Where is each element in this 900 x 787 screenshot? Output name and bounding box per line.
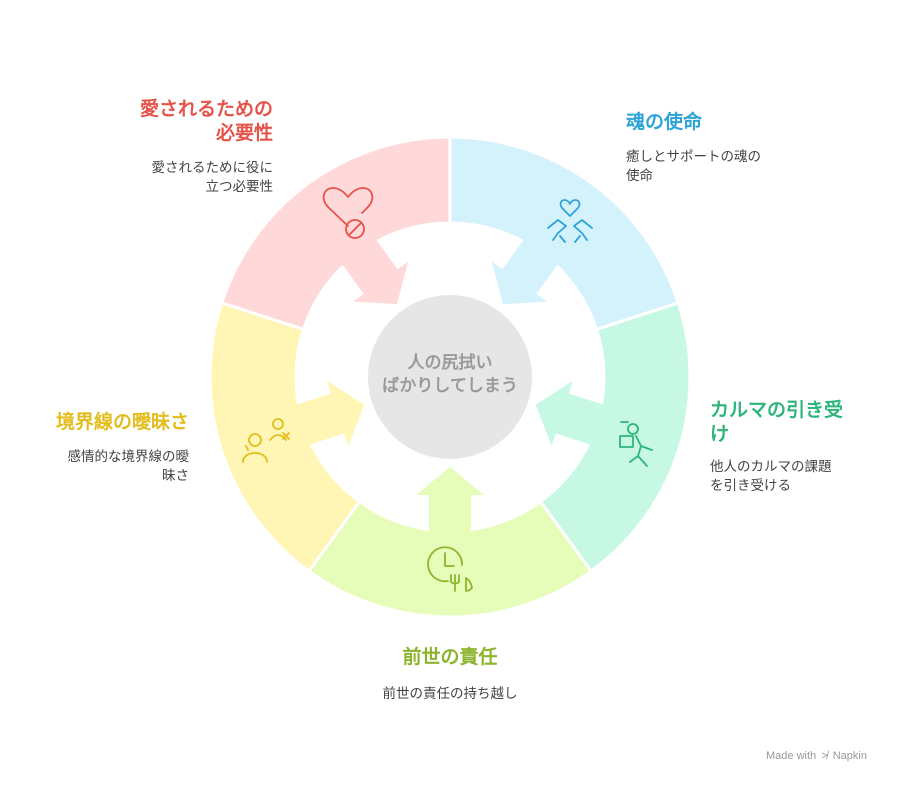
center-label: 人の尻拭い ばかりしてしまう [382,353,518,396]
ring-segment-necessity [219,135,452,332]
heart-bandage-icon [322,187,374,239]
ring-segment-karma [538,300,692,574]
ring-segment-soul-mission [448,135,681,332]
segment-boundaries-description: 感情的な境界線の曖 昧さ [67,449,190,484]
arrow-boundaries [283,381,365,449]
segment-necessity: 愛されるための 必要性 愛されるために役に 立つ必要性 [140,97,273,197]
segment-past-life-description: 前世の責任の持ち越し [382,686,518,702]
segment-necessity-description: 愛されるために役に 立つ必要性 [151,160,274,195]
made-with-napkin: Made with ≯ Napkin [766,750,867,762]
arrow-necessity [334,228,409,305]
segment-soul-mission-title: 魂の使命 [626,111,703,133]
clock-plants-icon [427,546,473,592]
two-people-icon [242,418,290,463]
arrow-past-life [416,467,484,545]
segment-karma: カルマの引き受 け 他人のカルマの課題 を引き受ける [710,398,843,496]
segment-boundaries-title: 境界線の曖昧さ [55,411,189,433]
made-with-text: Made with [766,750,817,762]
center-circle [368,295,532,459]
segment-soul-mission: 魂の使命 癒しとサポートの魂の 使命 [626,110,761,186]
napkin-logo-icon: ≯ [821,750,828,762]
segment-past-life: 前世の責任 前世の責任の持ち越し [330,645,570,704]
heart-hands-icon [547,199,593,243]
segment-karma-description: 他人のカルマの課題 を引き受ける [710,459,832,494]
arrow-soul-mission [491,228,566,305]
segment-soul-mission-description: 癒しとサポートの魂の 使命 [626,149,761,184]
segment-necessity-title: 愛されるための 必要性 [139,98,273,144]
segment-past-life-title: 前世の責任 [402,646,498,668]
segment-karma-title: カルマの引き受 け [710,399,844,445]
person-carrying-box-icon [619,421,653,467]
segment-boundaries: 境界線の曖昧さ 感情的な境界線の曖 昧さ [56,410,189,486]
ring-segment-past-life [306,499,594,619]
brand-name: Napkin [832,750,867,762]
arrow-karma [535,381,617,449]
